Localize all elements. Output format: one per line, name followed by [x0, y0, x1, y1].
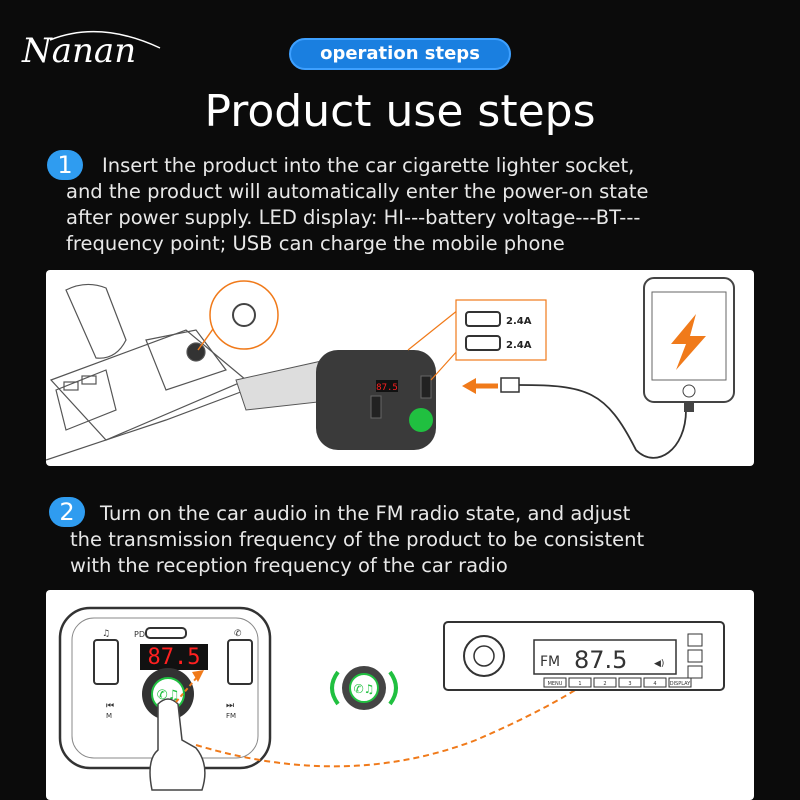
socket-zoom-circle — [209, 280, 279, 350]
usb-port-2-label: 2.4A — [506, 340, 532, 351]
radio-preset-label: DISPLAY — [670, 681, 691, 687]
radio-preset-label: 1 — [578, 681, 581, 687]
car-radio-drawing: FM 87.5 ◀) MENU 1 2 3 4 DISPLAY — [443, 621, 725, 691]
step-2-number: 2 — [49, 497, 85, 527]
step-1-line: frequency point; USB can charge the mobi… — [66, 232, 565, 255]
rotate-right-icon — [388, 670, 398, 706]
socket-icon — [232, 303, 256, 327]
pd-port-label: PD — [134, 630, 145, 639]
next-button-label: FM — [226, 712, 236, 720]
prev-button-label: M — [106, 712, 112, 720]
radio-preset-button — [543, 677, 567, 688]
usb-plug-icon — [500, 377, 520, 393]
radio-preset-button — [568, 677, 592, 688]
usb-port-icon — [465, 335, 501, 351]
step-1-number: 1 — [47, 150, 83, 180]
radio-preset-label: 4 — [653, 681, 656, 687]
call-music-icon: ✆♫ — [157, 688, 180, 703]
usb-port-icon — [227, 639, 253, 685]
step-1-line: and the product will automatically enter… — [66, 180, 649, 203]
usb-port-1-label: 2.4A — [506, 316, 532, 327]
car-charger-drawing: 87.5 — [235, 350, 436, 450]
rotate-left-icon — [330, 670, 340, 706]
finger-drawing — [149, 698, 206, 791]
next-track-icon: ⏭ — [226, 701, 234, 711]
radio-preset-label: 2 — [603, 681, 606, 687]
step-1-line: after power supply. LED display: HI---ba… — [66, 206, 641, 229]
radio-preset-label: 3 — [628, 681, 631, 687]
radio-frequency: 87.5 — [574, 646, 627, 674]
radio-preset-button — [593, 677, 617, 688]
step-1-line: Insert the product into the car cigarett… — [102, 154, 635, 177]
prev-track-icon: ⏮ — [106, 701, 114, 711]
phone-drawing — [643, 277, 735, 412]
section-badge: operation steps — [289, 38, 511, 70]
call-music-icon: ✆♫ — [354, 682, 375, 696]
step-2-line: with the reception frequency of the car … — [70, 554, 508, 577]
step-1-illustration: 87.5 2.4A 2.4A — [46, 270, 754, 466]
arrow-icon — [192, 670, 204, 682]
usb-port-icon — [465, 311, 501, 327]
charging-bolt-icon — [671, 314, 706, 370]
radio-preset-button — [643, 677, 667, 688]
step-1-text: Insert the product into the car cigarett… — [66, 153, 649, 257]
speaker-icon: ◀) — [654, 659, 664, 669]
cable-line — [518, 384, 687, 459]
device-led-display: 87.5 — [148, 645, 201, 670]
phone-icon: ✆ — [234, 629, 242, 639]
radio-band-label: FM — [540, 654, 560, 670]
radio-preset-button — [668, 677, 692, 688]
device-front-drawing: PD 87.5 ♫ ✆ ✆♫ ⏮ M ⏭ FM — [58, 606, 272, 770]
brand-logo: Nanan — [20, 18, 165, 71]
step-2-illustration: PD 87.5 ♫ ✆ ✆♫ ⏮ M ⏭ FM ✆♫ — [46, 590, 754, 800]
logo-text: Nanan — [21, 31, 136, 68]
radio-preset-label: MENU — [548, 681, 563, 687]
step-2-line: the transmission frequency of the produc… — [70, 528, 645, 551]
page-title: Product use steps — [204, 86, 596, 137]
music-note-icon: ♫ — [102, 629, 110, 639]
radio-preset-button — [618, 677, 642, 688]
step-2-line: Turn on the car audio in the FM radio st… — [100, 502, 631, 525]
svg-text:87.5: 87.5 — [376, 383, 398, 393]
arrow-left-icon — [462, 378, 476, 394]
step-2-text: Turn on the car audio in the FM radio st… — [70, 501, 644, 579]
usb-port-icon — [93, 639, 119, 685]
